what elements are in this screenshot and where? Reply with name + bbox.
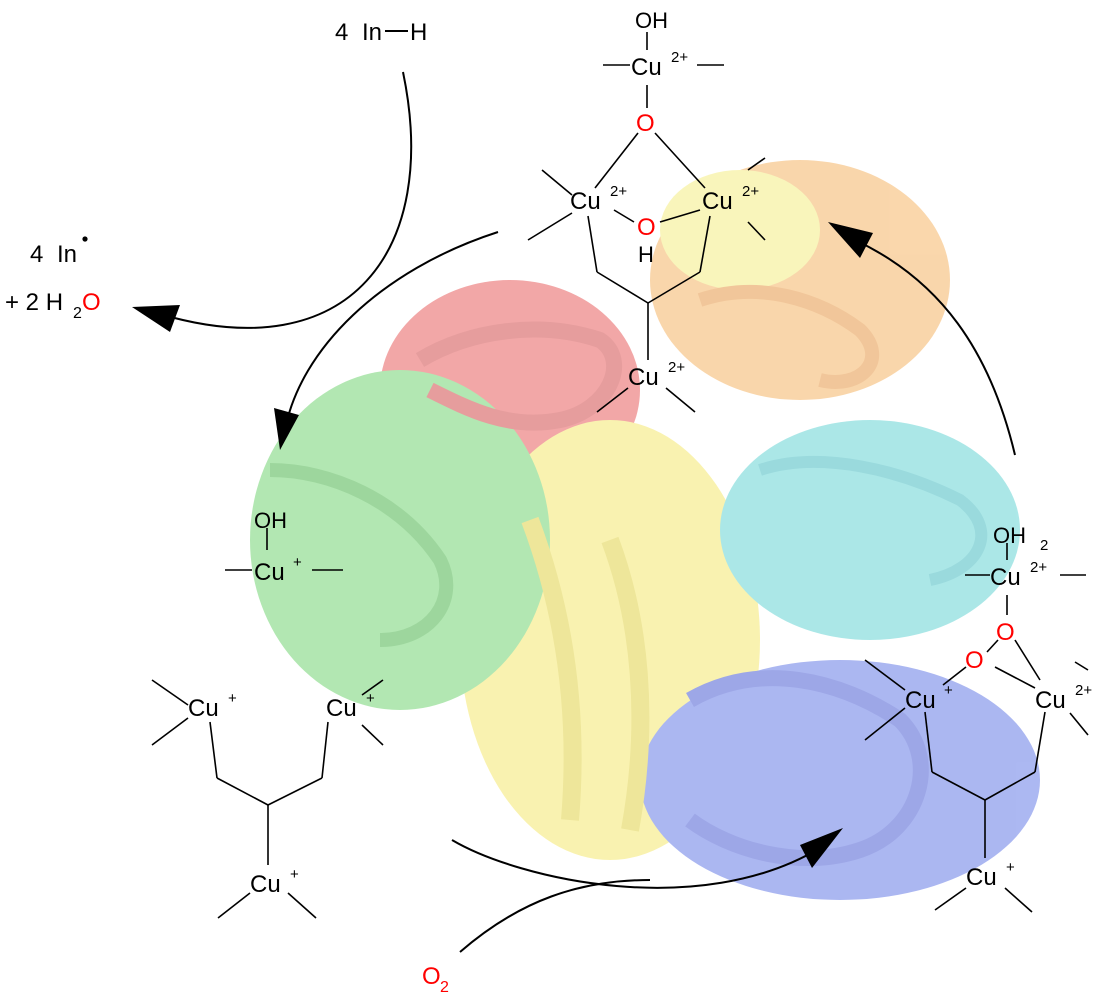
- structure-reduced: OH Cu + Cu + Cu + Cu +: [151, 508, 384, 919]
- inh-count: 4: [335, 19, 348, 46]
- arrowhead-top-right: [828, 222, 873, 258]
- top-cu-bottom-charge: 2+: [668, 359, 685, 376]
- o2-o: O: [422, 963, 441, 990]
- top-cu-apex-charge: 2+: [671, 49, 688, 66]
- arrowheads: [132, 222, 873, 868]
- left-cu-2-charge: +: [366, 690, 375, 707]
- left-bonds: [151, 528, 384, 919]
- water-o: O: [82, 289, 101, 316]
- inrad-count: 4: [30, 241, 43, 268]
- left-cu-3: Cu: [250, 871, 281, 898]
- inh-h: H: [410, 19, 427, 46]
- ribbon-region-yellow-top: [660, 170, 820, 290]
- ribbon-strand-yellow: [521, 516, 650, 832]
- left-cu-1: Cu: [188, 695, 219, 722]
- left-cu-3-charge: +: [290, 866, 299, 883]
- ribbon-region-yellow: [460, 420, 760, 860]
- ribbon-strand-green: [269, 463, 454, 647]
- left-cu-1-charge: +: [228, 690, 237, 707]
- arrowhead-bottom-right: [800, 828, 843, 868]
- top-cu-right: Cu: [702, 188, 733, 215]
- left-oh: OH: [254, 508, 287, 533]
- right-cu-bottom-charge: +: [1006, 859, 1015, 876]
- right-oh2-o: OH: [993, 523, 1026, 548]
- inh-in: In: [362, 19, 382, 46]
- inrad-in: In: [57, 241, 77, 268]
- structure-peroxide-intermediate: OH 2 Cu 2+ O O Cu + Cu 2+ Cu +: [864, 523, 1092, 913]
- structure-native-intermediate: OH Cu 2+ O Cu 2+ O H Cu 2+ Cu 2+: [527, 8, 766, 413]
- water-sub: 2: [73, 305, 82, 322]
- o2-sub: 2: [440, 979, 449, 996]
- ribbon-region-cyan: [720, 420, 1020, 640]
- top-hydroxo-h: H: [638, 242, 654, 267]
- right-cu-apex: Cu: [990, 564, 1021, 591]
- right-oh2-sub: 2: [1040, 537, 1048, 554]
- arrow-bottom-sweep: [451, 839, 821, 889]
- ribbon-strand-orange: [697, 284, 880, 389]
- reagent-o2: O 2: [422, 963, 449, 996]
- right-cu-bottom: Cu: [966, 864, 997, 891]
- reagent-inh: 4 In H: [335, 19, 427, 46]
- ribbon-region-red: [380, 280, 640, 500]
- right-cu-right: Cu: [1035, 687, 1066, 714]
- ribbon-strand-cyan: [758, 455, 988, 586]
- ribbon-strand-blue: [685, 670, 929, 867]
- arrow-inh-to-water: [159, 71, 413, 329]
- arrowhead-left: [274, 408, 299, 450]
- ribbon-region-blue: [640, 660, 1040, 900]
- left-cu-oh: Cu: [254, 559, 285, 586]
- right-peroxide-o1: O: [996, 619, 1015, 646]
- top-cu-left-charge: 2+: [610, 183, 627, 200]
- ribbon-region-green: [250, 370, 550, 710]
- top-cu-right-charge: 2+: [742, 183, 759, 200]
- left-cu-2: Cu: [326, 695, 357, 722]
- top-hydroxo-o: O: [637, 214, 656, 241]
- ribbon-region-orange: [650, 160, 950, 400]
- right-cu-left: Cu: [905, 687, 936, 714]
- top-cu-apex: Cu: [631, 54, 662, 81]
- right-cu-right-charge: 2+: [1075, 682, 1092, 699]
- top-bonds: [527, 32, 766, 413]
- radical-dot: [82, 236, 88, 242]
- ribbon-strand-red: [415, 321, 623, 431]
- cycle-arrows: [159, 71, 1016, 953]
- protein-ribbon-background: [250, 160, 1040, 900]
- products-in-radical-water: 4 In + 2 H 2 O: [5, 236, 101, 322]
- right-cu-left-charge: +: [944, 682, 953, 699]
- right-bonds: [864, 543, 1089, 913]
- arrowhead-water: [132, 305, 180, 332]
- top-bridging-o: O: [636, 110, 655, 137]
- top-cu-bottom: Cu: [628, 364, 659, 391]
- arrow-top-to-left: [284, 231, 499, 431]
- arrow-right-to-top: [854, 239, 1016, 456]
- top-oh: OH: [635, 8, 668, 33]
- arrow-o2-in: [459, 879, 651, 953]
- left-cu-oh-charge: +: [293, 554, 302, 571]
- right-cu-apex-charge: 2+: [1030, 559, 1047, 576]
- top-cu-left: Cu: [570, 188, 601, 215]
- water-prefix: + 2 H: [5, 289, 63, 316]
- right-peroxide-o2: O: [965, 647, 984, 674]
